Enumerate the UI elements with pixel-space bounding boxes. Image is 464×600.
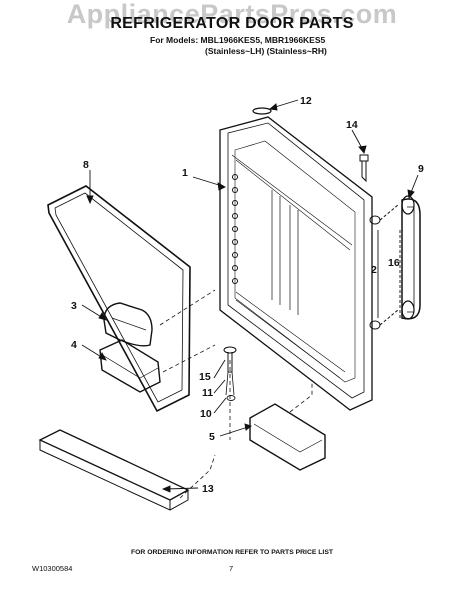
door-handle [401,195,421,320]
callout-9: 9 [418,163,424,175]
leader-lines [81,99,419,493]
callout-15: 15 [199,371,211,383]
ordering-note: FOR ORDERING INFORMATION REFER TO PARTS … [130,549,334,556]
small-door-bin [99,339,161,393]
watermark: AppliancePartsPros.com [66,0,398,29]
callout-13: 13 [202,483,214,495]
lower-door-rail [38,429,190,511]
callout-16: 16 [388,257,400,269]
liner-holes [232,174,238,284]
callout-8: 8 [83,159,89,171]
callout-5: 5 [209,431,215,443]
callout-10: 10 [200,408,212,420]
callout-1: 1 [182,167,188,179]
callout-12: 12 [300,95,312,107]
document-id: W10300584 [32,564,73,573]
callout-3: 3 [71,300,77,312]
callout-4: 4 [71,339,77,351]
door-gasket [47,185,191,413]
dispenser-cover [103,302,153,347]
screw [359,154,369,183]
callout-11: 11 [202,387,213,399]
callout-14: 14 [346,119,358,131]
models-line: For Models: MBL1966KES5, MBR1966KES5 [150,35,326,45]
page-title: REFRIGERATOR DOOR PARTS [110,15,354,32]
callout-labels: 12 14 1 9 8 2 16 3 4 15 11 10 5 13 [71,95,424,495]
handle-studs [369,204,399,330]
door-liner [219,116,373,411]
callout-2: 2 [371,264,377,276]
door-stop-assembly [223,346,237,401]
door-plug [252,107,272,115]
large-door-bin [249,403,326,471]
variants-line: (Stainless~LH) (Stainless~RH) [205,46,327,56]
alignment-lines [159,289,313,499]
page-number: 7 [229,564,234,573]
